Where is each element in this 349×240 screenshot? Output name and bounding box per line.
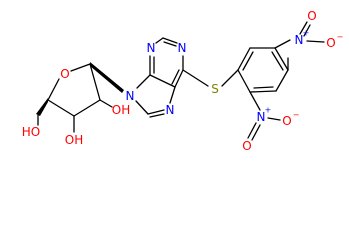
bond-c6-c5-double [171, 69, 180, 85]
bond-c8-n7-double [149, 113, 165, 118]
atom-label-n7: N [166, 103, 175, 117]
bond-c2p-c3p [249, 90, 277, 93]
bond-c8-n7 [147, 109, 165, 115]
bond-c4p-c5p-inner [271, 51, 284, 71]
pyrimidine-ring [149, 37, 209, 88]
bond-c2-oh [99, 99, 113, 108]
bond-c3p-c4p [275, 69, 289, 92]
atom-label-n1: N [178, 41, 187, 55]
bond-northo-o1-double [251, 124, 261, 141]
bond-c2-n1-double [163, 41, 177, 47]
atom-label-2-hydroxyl: OH [112, 103, 130, 117]
bond-o4-c4 [47, 78, 60, 101]
molecule-svg: O N N N N S N + O O − N + O O − OH OH HO [22, 9, 344, 153]
bond-n7-c5 [169, 86, 176, 104]
bond-npara-o1-double [303, 24, 311, 37]
bond-c2-n1 [162, 37, 178, 44]
charge-ortho-nitro-o2: − [293, 111, 300, 120]
bond-c6p-c1p [237, 47, 251, 71]
bond-c6p-c1p-inner [242, 51, 254, 71]
bond-c6-s [182, 69, 209, 87]
bond-c2p-n [249, 91, 261, 111]
bond-npara-o2 [306, 40, 325, 43]
atom-label-n3: N [147, 41, 156, 55]
bond-c3-c2 [73, 99, 101, 117]
atom-label-ortho-nitro-o1: O [242, 139, 251, 153]
charge-ortho-nitro-n: + [265, 106, 272, 115]
atom-label-ortho-nitro-o2: O [282, 114, 291, 128]
bond-c2-c1 [89, 63, 101, 101]
atom-label-para-nitro-o1: O [307, 9, 316, 23]
bond-northo-o2 [267, 117, 281, 121]
molecule-structure-diagram: O N N N N S N + O O − N + O O − OH OH HO [22, 9, 344, 153]
para-nitro-group [274, 21, 325, 71]
bond-c4-c5 [149, 74, 176, 88]
bond-c2p-c3p-inner [253, 86, 274, 89]
bond-n3-c2 [155, 37, 164, 44]
atom-label-n9: N [126, 89, 135, 103]
bond-c4p-c5p [274, 47, 289, 71]
bond-c1p-c2p [237, 69, 251, 93]
atom-label-ortho-nitro-n: N [257, 110, 266, 124]
ribose-ring [36, 62, 124, 133]
bond-c6-c5 [174, 69, 184, 88]
atom-label-ring-oxygen: O [60, 67, 69, 81]
atom-label-para-nitro-n: N [295, 33, 304, 47]
ortho-nitro-group [247, 91, 281, 141]
bond-n9-c8 [135, 100, 149, 115]
bond-northo-o1 [247, 122, 257, 139]
bond-c4-c3 [47, 99, 75, 117]
phenyl-ring [221, 47, 289, 93]
charge-para-nitro-n: + [303, 29, 310, 38]
wedge-c4-c5 [36, 98, 48, 116]
bond-npara-o1 [299, 21, 308, 35]
atom-label-5-hydroxyl: HO [22, 125, 40, 139]
atom-label-para-nitro-o2: O [326, 36, 335, 50]
bond-n9-c4 [136, 74, 151, 89]
bond-o4-c1 [70, 63, 91, 72]
bond-s-c1p [221, 69, 239, 87]
atom-label-sulfur: S [211, 82, 219, 96]
charge-para-nitro-o2: − [337, 33, 344, 42]
wedge-c1-n9 [90, 62, 124, 93]
bond-c5p-bridge [274, 39, 291, 49]
imidazole-ring [135, 74, 176, 118]
atom-label-3-hydroxyl: OH [65, 133, 83, 147]
